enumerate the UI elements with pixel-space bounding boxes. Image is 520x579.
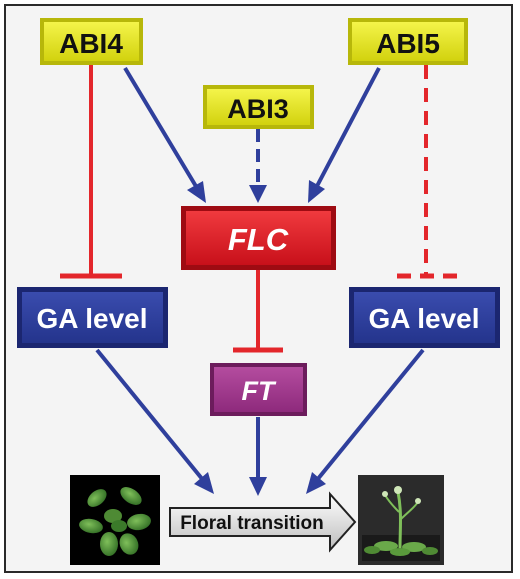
ga-right-label: GA level [368,303,479,334]
young-rosette-plant-photo [70,475,160,565]
abi3-label: ABI3 [227,94,289,124]
ga-left-label: GA level [36,303,147,334]
floral-transition-label: Floral transition [180,513,324,534]
ft-promotes-floral [249,417,267,496]
flowering-plant-photo [358,475,444,565]
abi3-activates-flc [249,129,267,203]
abi4-activates-flc [123,66,206,203]
flc-label: FLC [228,222,289,257]
ga-level-right-box: GA level [349,287,500,348]
abi4-represses-ga-left [60,65,122,279]
ft-box: FT [210,363,307,416]
ga-level-left-box: GA level [17,287,168,348]
floral-transition-arrow: Floral transition [169,491,357,553]
abi5-box: ABI5 [348,18,468,65]
flc-represses-ft [233,270,283,353]
abi5-activates-flc [308,67,381,203]
abi4-box: ABI4 [40,18,143,65]
abi3-box: ABI3 [203,85,314,129]
abi4-label: ABI4 [59,28,123,59]
abi5-label: ABI5 [376,28,440,59]
abi5-represses-ga-right [397,65,457,279]
flc-box: FLC [181,206,336,270]
ga-right-promotes-floral [306,348,425,494]
ga-left-promotes-floral [95,348,214,494]
ft-label: FT [242,376,277,406]
